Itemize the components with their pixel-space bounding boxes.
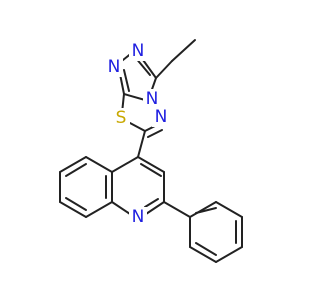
bond-triazole-c8a-n4: [123, 93, 146, 101]
atom-n-triazole-4: N: [143, 89, 161, 109]
atom-s-thiadiazole: S: [112, 108, 130, 128]
bond-ph-1-2: [189, 201, 217, 218]
bond-ethyl-ch3: [171, 39, 196, 62]
molecule-structure-diagram: N N N N S N: [59, 39, 243, 263]
bond-ph-4-5: [215, 246, 243, 263]
bond-q-c5-c6: [59, 156, 87, 173]
bond-q-c2-n1: [145, 201, 165, 215]
bond-q-c4-c3: [137, 156, 165, 173]
bond-q-c8-c8a: [85, 201, 113, 218]
bond-layer: [59, 39, 243, 263]
bond-q-c4-c3-double: [140, 163, 162, 177]
atom-n-triazole-2: N: [129, 41, 147, 61]
bond-q-c4a-c5: [85, 156, 113, 173]
bond-quinoline-phenyl: [163, 201, 191, 218]
bond-q-c5-c6-double: [65, 163, 87, 177]
bond-thiadiazole-s-c6: [129, 122, 146, 132]
bond-q-n1-c8a: [111, 201, 131, 215]
bond-ph-2-3: [215, 201, 243, 218]
atom-label: S: [116, 108, 127, 128]
atom-label: N: [132, 41, 145, 61]
bond-q-c7-c8-double: [65, 197, 87, 211]
atom-n-quinoline: N: [129, 207, 147, 227]
atom-n-triazole-1: N: [105, 57, 123, 77]
bond-ethyl-ch2: [155, 60, 173, 79]
bond-q-c4a-c4: [111, 156, 139, 173]
atom-label: N: [108, 57, 121, 77]
bond-ph-5-6: [189, 246, 217, 263]
atom-n-thiadiazole-5: N: [152, 107, 170, 127]
bond-ph-5-6-double: [195, 242, 217, 256]
bond-ph-1-2-double: [195, 207, 217, 214]
atom-label: N: [132, 207, 145, 227]
atom-label: N: [155, 107, 168, 127]
bond-thiadiazole-c6-n5-double: [147, 129, 163, 138]
atom-label: N: [146, 89, 159, 109]
bond-q-c2-n1-double: [144, 198, 159, 208]
bond-triazole-n1-c8a-double: [123, 69, 130, 92]
bond-thiadiazole-quinoline: [137, 130, 146, 158]
atom-label-layer: N N N N S N: [105, 41, 170, 227]
bond-q-c7-c8: [59, 201, 87, 218]
